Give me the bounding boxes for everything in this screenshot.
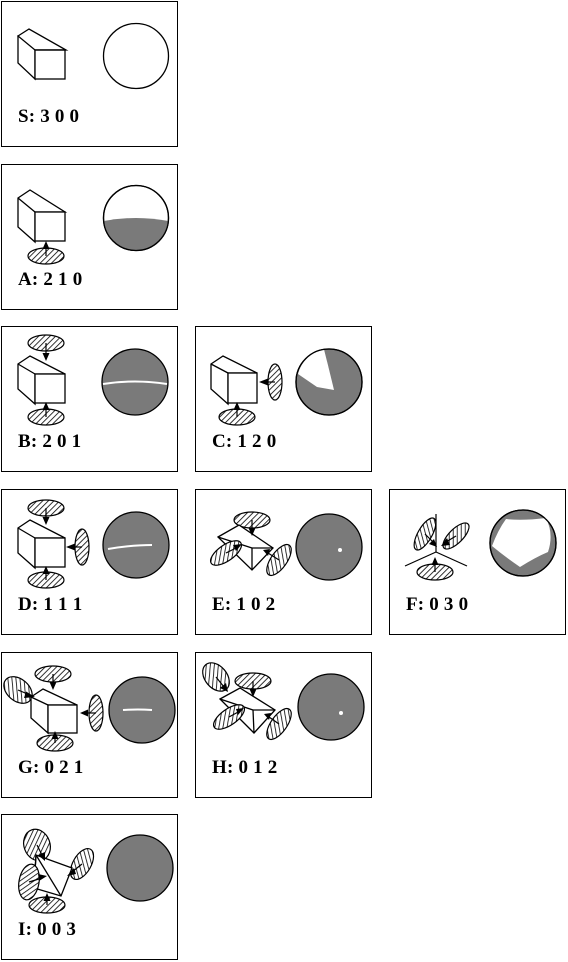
panel-label: E: 1 0 2 xyxy=(212,594,276,615)
panel-i-art xyxy=(18,828,174,914)
wedge-icon xyxy=(218,687,277,734)
panel-label: B: 2 0 1 xyxy=(18,431,82,452)
hatched-ellipse-icon xyxy=(27,334,65,361)
hatched-ellipse-icon xyxy=(413,517,437,551)
panel-e-art xyxy=(209,511,363,581)
panel-b-art xyxy=(17,334,169,426)
hatched-ellipse-icon xyxy=(27,241,65,265)
panel-label: H: 0 1 2 xyxy=(212,757,278,778)
cube-icon xyxy=(30,688,78,735)
cube-icon xyxy=(17,355,66,406)
sphere-icon xyxy=(297,673,365,741)
panel-label: I: 0 0 3 xyxy=(18,919,77,940)
panel-label: C: 1 2 0 xyxy=(212,431,277,452)
sphere-icon xyxy=(102,22,170,90)
panel-label: G: 0 2 1 xyxy=(18,757,84,778)
panel-label: D: 1 1 1 xyxy=(18,594,83,615)
panel-label: F: 0 3 0 xyxy=(406,594,469,615)
panel-a: A: 2 1 0 xyxy=(1,164,178,310)
panel-label: S: 3 0 0 xyxy=(18,106,80,127)
hatched-ellipse-icon xyxy=(248,520,256,536)
hatched-ellipse-icon xyxy=(27,402,65,426)
hatched-ellipse-icon xyxy=(263,543,292,577)
panel-d: D: 1 1 1 xyxy=(1,489,178,635)
panel-b: B: 2 0 1 xyxy=(1,326,178,472)
sphere-icon xyxy=(101,348,169,416)
cube-icon xyxy=(17,189,68,244)
sphere-icon xyxy=(102,511,170,579)
panel-c-art xyxy=(210,348,363,426)
sphere-icon xyxy=(295,348,363,416)
cube-icon xyxy=(16,28,69,81)
panel-g-art xyxy=(3,665,176,752)
panel-h: H: 0 1 2 xyxy=(195,652,372,798)
hatched-ellipse-icon xyxy=(212,704,246,730)
panel-s-art xyxy=(16,22,170,90)
panel-c: C: 1 2 0 xyxy=(195,326,372,472)
hatched-ellipse-icon xyxy=(34,665,72,690)
hatched-ellipse-icon xyxy=(28,893,66,914)
hatched-ellipse-icon xyxy=(416,557,454,581)
hatched-ellipse-icon xyxy=(27,566,65,589)
hatched-ellipse-icon xyxy=(17,689,35,698)
sphere-icon xyxy=(295,513,363,581)
hatched-ellipse-icon xyxy=(264,707,292,741)
panel-label: A: 2 1 0 xyxy=(18,269,83,290)
panel-h-art xyxy=(202,662,365,741)
hatched-ellipse-icon xyxy=(80,694,104,732)
hatched-ellipse-icon xyxy=(259,363,283,401)
sphere-icon xyxy=(106,834,174,902)
hatched-ellipse-icon xyxy=(66,528,90,566)
hatched-ellipse-icon xyxy=(36,731,74,752)
hatched-ellipse-icon xyxy=(218,402,256,426)
sphere-icon xyxy=(102,184,170,252)
sphere-icon xyxy=(489,509,557,577)
sphere-icon xyxy=(108,676,176,744)
panel-g: G: 0 2 1 xyxy=(1,652,178,798)
hatched-ellipse-icon xyxy=(27,499,65,525)
cube-icon xyxy=(210,355,258,406)
wedge-icon xyxy=(216,524,275,571)
panel-e: E: 1 0 2 xyxy=(195,489,372,635)
cube-icon xyxy=(17,519,66,570)
hatched-ellipse-icon xyxy=(441,522,470,550)
panel-a-art xyxy=(17,184,170,265)
panel-f: F: 0 3 0 xyxy=(389,489,566,635)
hatched-ellipse-icon xyxy=(18,863,47,901)
hatched-ellipse-icon xyxy=(209,540,243,566)
panel-i: I: 0 0 3 xyxy=(1,814,178,960)
panel-f-art xyxy=(404,509,557,581)
panel-d-art xyxy=(17,499,170,589)
hatched-ellipse-icon xyxy=(36,844,83,876)
hatched-ellipse-icon xyxy=(215,676,257,697)
panel-s: S: 3 0 0 xyxy=(1,1,178,147)
